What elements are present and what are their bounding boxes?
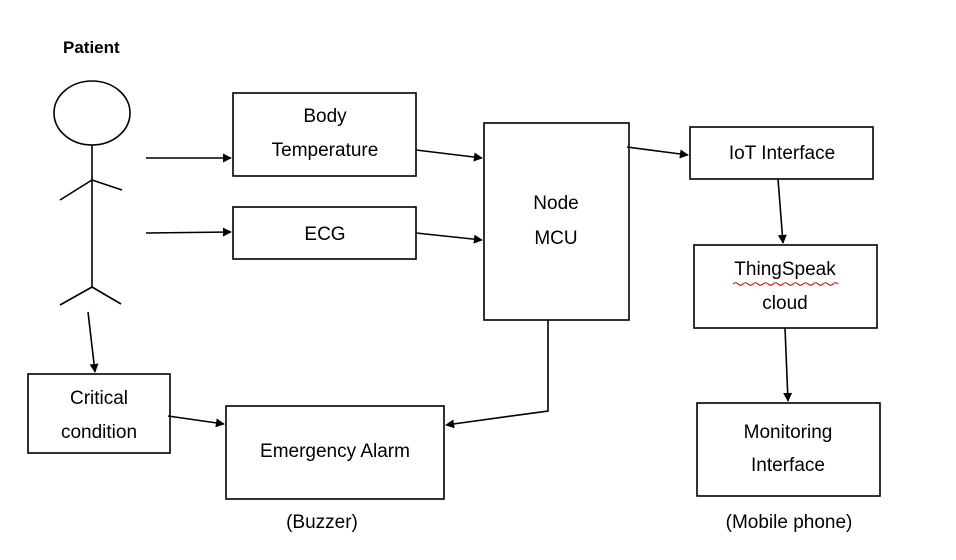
node-mcu-block: Node MCU — [483, 122, 630, 321]
arrow-mcu-to-alarm — [445, 320, 549, 429]
node-mcu-line-2: MCU — [534, 228, 577, 249]
arrow-patient-to-critical — [87, 311, 99, 373]
node-mcu-line-1: Node — [533, 193, 578, 214]
monitoring-interface-block: Monitoring Interface — [696, 402, 881, 497]
body-temperature-line-1: Body — [303, 106, 347, 127]
body-temperature-line-2: Temperature — [272, 140, 379, 161]
emergency-alarm-label: Emergency Alarm — [260, 441, 410, 462]
critical-condition-line-1: Critical — [70, 388, 128, 409]
thingspeak-cloud-block: ThingSpeak cloud — [693, 244, 878, 329]
emergency-alarm-block: Emergency Alarm — [225, 405, 445, 500]
buzzer-caption: (Buzzer) — [286, 512, 358, 533]
ecg-block: ECG — [232, 206, 417, 260]
patient-label: Patient — [63, 38, 120, 57]
iot-interface-label: IoT Interface — [729, 143, 835, 164]
critical-condition-block: Critical condition — [27, 373, 171, 454]
monitoring-line-2: Interface — [751, 455, 825, 476]
ecg-label: ECG — [304, 224, 345, 245]
arrow-iot-to-thingspeak — [777, 178, 787, 244]
thingspeak-line-2: cloud — [762, 293, 807, 314]
thingspeak-line-1: ThingSpeak — [734, 259, 836, 280]
arrow-patient-to-ecg — [145, 227, 232, 237]
arrow-body-temperature-to-mcu — [415, 149, 483, 162]
patient-stick-figure-icon — [53, 80, 131, 306]
arrow-ecg-to-mcu — [415, 232, 483, 244]
arrow-mcu-to-iot — [626, 146, 689, 159]
body-temperature-block: Body Temperature — [232, 92, 417, 177]
arrow-critical-to-alarm — [167, 415, 225, 428]
spellcheck-underline — [732, 282, 839, 286]
iot-interface-block: IoT Interface — [689, 126, 874, 180]
mobile-phone-caption: (Mobile phone) — [726, 512, 853, 533]
arrow-thingspeak-to-monitoring — [783, 327, 793, 402]
critical-condition-line-2: condition — [61, 422, 137, 443]
monitoring-line-1: Monitoring — [744, 422, 833, 443]
